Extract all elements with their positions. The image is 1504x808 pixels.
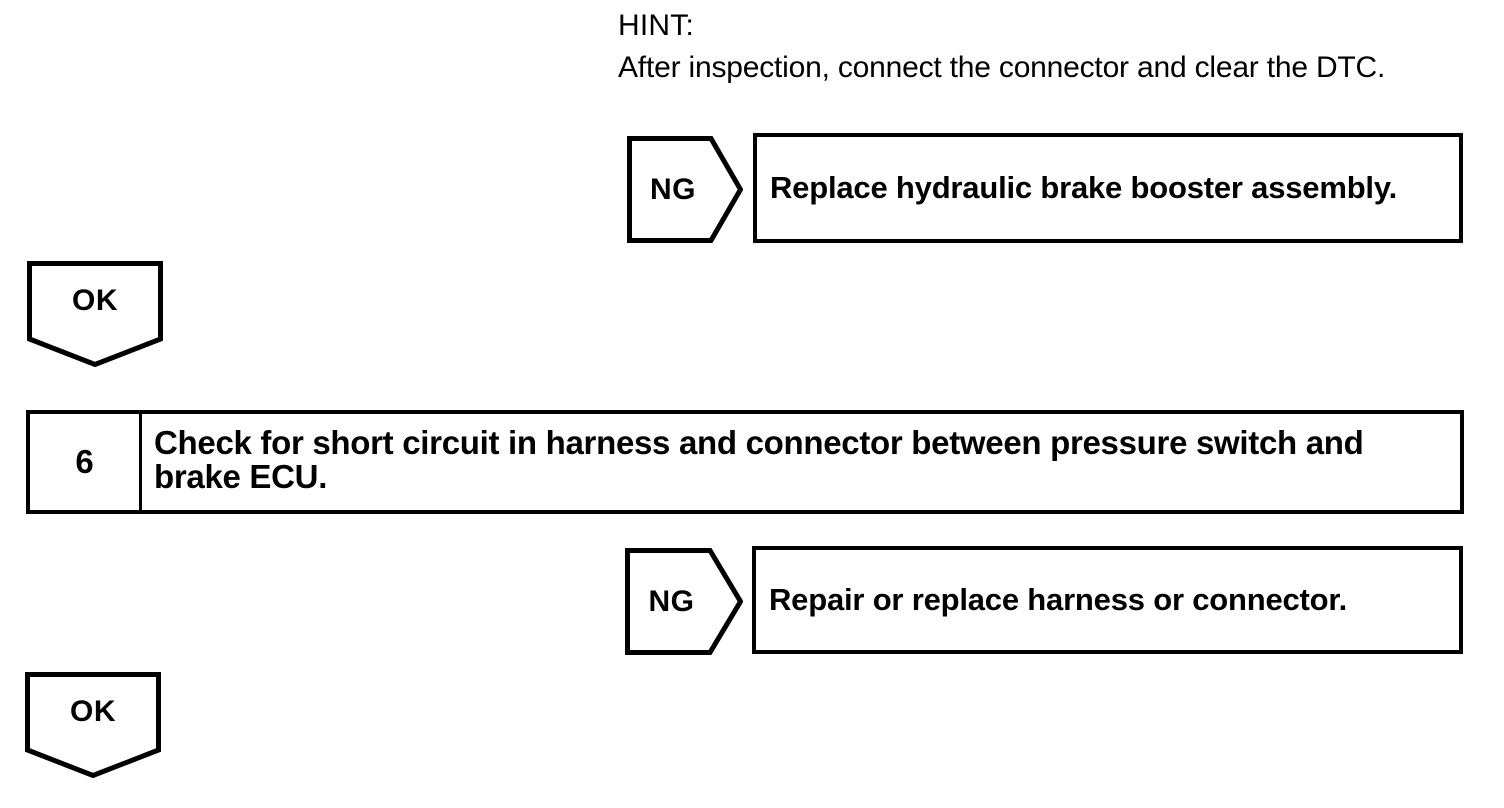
ok-arrow-icon — [25, 672, 161, 778]
ng-label: NG — [648, 584, 695, 618]
hint-label: HINT: — [618, 9, 694, 42]
ng-pentagon-2: NG — [625, 548, 743, 655]
step-instruction: Check for short circuit in harness and c… — [154, 424, 1364, 495]
ng-label: NG — [650, 172, 696, 206]
step-box-6: 6 Check for short circuit in harness and… — [26, 410, 1464, 514]
result-text: Repair or replace harness or connector. — [769, 582, 1347, 617]
result-text: Replace hydraulic brake booster assembly… — [770, 170, 1397, 205]
ok-label: OK — [70, 695, 116, 728]
ok-pentagon-1: OK — [27, 261, 163, 367]
ng-arrow-icon — [627, 136, 743, 243]
hint-text: After inspection, connect the connector … — [618, 51, 1386, 84]
ok-pentagon-2: OK — [25, 672, 161, 778]
result-box-replace-booster: Replace hydraulic brake booster assembly… — [753, 133, 1463, 243]
ok-arrow-icon — [27, 261, 163, 367]
ng-pentagon-1: NG — [627, 136, 743, 243]
step-number: 6 — [30, 414, 142, 510]
ok-label: OK — [72, 284, 118, 317]
ng-arrow-icon — [625, 548, 743, 655]
result-box-repair-harness: Repair or replace harness or connector. — [752, 546, 1463, 654]
